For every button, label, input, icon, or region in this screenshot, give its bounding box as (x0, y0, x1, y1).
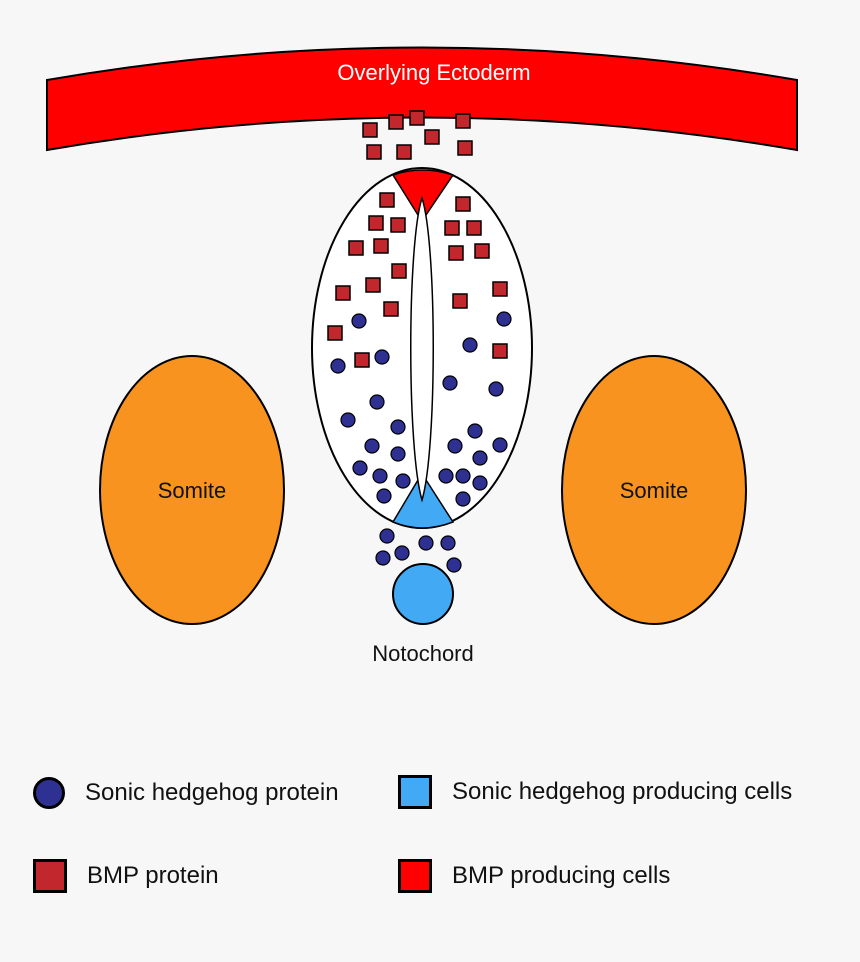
shh-protein-dots (330, 311, 512, 573)
bmp-protein-square (455, 196, 471, 212)
shh-protein-dot (351, 313, 367, 329)
bmp-protein-square (327, 325, 343, 341)
shh-protein-dot (374, 349, 390, 365)
shh-protein-dot (340, 412, 356, 428)
somite-left (99, 355, 285, 625)
bmp-protein-square (366, 144, 382, 160)
bmp-protein-square (354, 352, 370, 368)
shh-protein-dot (418, 535, 434, 551)
overlying-ectoderm (46, 46, 798, 152)
bmp-protein-square (391, 263, 407, 279)
bmp-protein-square (390, 217, 406, 233)
shh-protein-dot (447, 438, 463, 454)
shh-protein-dot (472, 475, 488, 491)
bmp-protein-square (474, 243, 490, 259)
central-canal (410, 195, 434, 503)
shh-protein-dot (455, 491, 471, 507)
shh-protein-dot (442, 375, 458, 391)
bmp-protein-square (383, 301, 399, 317)
shh-protein-dot (395, 473, 411, 489)
bmp-protein-square (444, 220, 460, 236)
bmp-protein-squares (327, 110, 508, 368)
shh-protein-dot (379, 528, 395, 544)
bmp-protein-square (373, 238, 389, 254)
roof-plate (391, 169, 455, 216)
bmp-protein-square (409, 110, 425, 126)
shh-protein-dot (390, 446, 406, 462)
bmp-protein-square (365, 277, 381, 293)
shh-protein-dot (369, 394, 385, 410)
bmp-protein-square (424, 129, 440, 145)
bmp-protein-square (362, 122, 378, 138)
notochord-label: Notochord (372, 641, 474, 666)
bmp-protein-square (455, 113, 471, 129)
shh-protein-dot (375, 550, 391, 566)
shh-protein-dot (446, 557, 462, 573)
somite-right-label: Somite (620, 478, 688, 503)
shh-protein-dot (376, 488, 392, 504)
somite-right (561, 355, 747, 625)
somite-left-label: Somite (158, 478, 226, 503)
shh-protein-dot (394, 545, 410, 561)
shh-protein-dot (352, 460, 368, 476)
bmp-protein-square (492, 281, 508, 297)
notochord (392, 563, 454, 625)
bmp-protein-square (368, 215, 384, 231)
shh-protein-dot (472, 450, 488, 466)
bmp-protein-square (452, 293, 468, 309)
bmp-protein-square (388, 114, 404, 130)
shh-protein-dot (438, 468, 454, 484)
shh-protein-dot (440, 535, 456, 551)
bmp-protein-square (348, 240, 364, 256)
bmp-protein-square (492, 343, 508, 359)
shh-protein-dot (488, 381, 504, 397)
ectoderm-label: Overlying Ectoderm (337, 60, 530, 85)
bmp-protein-square (335, 285, 351, 301)
shh-protein-dot (492, 437, 508, 453)
shh-protein-dot (330, 358, 346, 374)
bmp-protein-square (396, 144, 412, 160)
shh-protein-dot (462, 337, 478, 353)
bmp-protein-square (379, 192, 395, 208)
shh-protein-dot (467, 423, 483, 439)
shh-protein-dot (496, 311, 512, 327)
floor-plate (391, 479, 455, 529)
shh-protein-dot (372, 468, 388, 484)
bmp-protein-square (448, 245, 464, 261)
bmp-protein-square (457, 140, 473, 156)
shh-protein-dot (455, 468, 471, 484)
shh-protein-dot (364, 438, 380, 454)
shh-protein-dot (390, 419, 406, 435)
bmp-protein-square (466, 220, 482, 236)
